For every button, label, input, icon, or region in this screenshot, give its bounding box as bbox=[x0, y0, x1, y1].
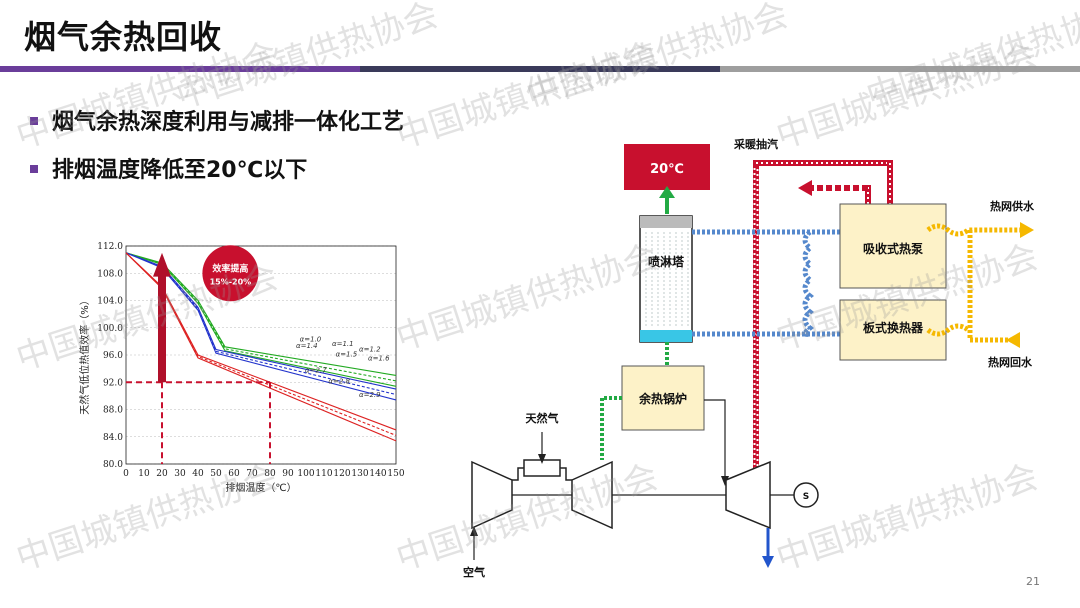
series-label: α=2.8 bbox=[328, 378, 350, 386]
steam-turbine bbox=[725, 460, 771, 530]
y-tick-label: 88.0 bbox=[103, 406, 123, 416]
series-label: α=1.5 bbox=[336, 350, 358, 358]
waste-heat-boiler: 余热锅炉 bbox=[621, 365, 705, 431]
supply-water-label: 热网供水 bbox=[990, 199, 1035, 213]
series-line bbox=[125, 252, 397, 376]
plot-frame bbox=[125, 245, 397, 465]
spray-tower: 喷淋塔 bbox=[639, 215, 693, 343]
spray-tower-label: 喷淋塔 bbox=[648, 254, 685, 269]
series-line bbox=[125, 252, 397, 401]
page-number: 21 bbox=[1026, 575, 1040, 588]
series-line bbox=[125, 252, 397, 442]
absorption-heat-pump: 吸收式热泵 bbox=[839, 203, 947, 289]
efficiency-chart: 80.0 84.0 88.0 92.0 96.0 100.0 104.0 108.0 112.0… bbox=[78, 242, 405, 494]
badge-line-1: 效率提高 bbox=[212, 262, 248, 274]
x-tick-label: 70 bbox=[246, 469, 258, 479]
improvement-arrow-shaft bbox=[158, 273, 166, 383]
y-tick-label: 80.0 bbox=[103, 460, 123, 470]
x-tick-label: 40 bbox=[192, 469, 204, 479]
series-label: α=1.4 bbox=[296, 342, 318, 350]
y-tick-label: 92.0 bbox=[103, 378, 123, 388]
x-tick-label: 140 bbox=[369, 469, 386, 479]
series-label: α=1.1 bbox=[332, 340, 354, 348]
heat-network-pipe bbox=[926, 223, 1020, 343]
x-tick-label: 60 bbox=[228, 469, 240, 479]
generator: S bbox=[793, 482, 819, 508]
steam-line bbox=[704, 399, 726, 482]
plate-heat-exchanger: 板式换热器 bbox=[839, 299, 947, 361]
x-tick-label: 0 bbox=[123, 469, 129, 479]
bullet-item: 烟气余热深度利用与减排一体化工艺 bbox=[30, 104, 404, 136]
bullet-text: 烟气余热深度利用与减排一体化工艺 bbox=[52, 110, 405, 135]
y-tick-label: 100.0 bbox=[97, 324, 123, 334]
badge-line-2: 15%-20% bbox=[210, 277, 252, 286]
exhaust-temp-label: 20℃ bbox=[650, 162, 684, 177]
turbine-exhaust-pipe bbox=[600, 396, 622, 460]
y-axis-label: 天然气低位热值效率（%） bbox=[78, 295, 91, 415]
return-water-label: 热网回水 bbox=[988, 355, 1033, 369]
series-line bbox=[125, 252, 397, 431]
bullet-marker bbox=[30, 165, 38, 173]
bullet-item: 排烟温度降低至20℃以下 bbox=[30, 152, 307, 184]
improvement-badge bbox=[202, 245, 259, 302]
supply-arrow bbox=[1020, 222, 1034, 238]
series-label: α=1.0 bbox=[300, 335, 322, 343]
series-line bbox=[125, 252, 397, 436]
cooling-water-loop bbox=[692, 229, 840, 337]
air-label: 空气 bbox=[463, 565, 485, 579]
x-tick-label: 90 bbox=[282, 469, 294, 479]
gas-turbine bbox=[471, 459, 613, 530]
watermark: 中国城镇供热协会 bbox=[861, 0, 1080, 117]
y-tick-label: 112.0 bbox=[97, 242, 123, 252]
x-tick-label: 30 bbox=[174, 469, 186, 479]
series-label: α=2.7 bbox=[305, 367, 327, 375]
return-arrow bbox=[1006, 332, 1020, 348]
process-diagram: 20℃ 喷淋塔 吸收式热泵 板式换热器 bbox=[463, 137, 1035, 579]
series-line bbox=[125, 252, 397, 387]
exhaust-arrow-head bbox=[659, 186, 675, 198]
boiler-label: 余热锅炉 bbox=[638, 391, 687, 406]
x-tick-label: 50 bbox=[210, 469, 222, 479]
x-tick-label: 10 bbox=[138, 469, 150, 479]
y-tick-label: 96.0 bbox=[103, 351, 123, 361]
steam-extraction-label: 采暖抽汽 bbox=[733, 137, 778, 151]
natural-gas-label: 天然气 bbox=[526, 411, 559, 425]
bullet-marker bbox=[30, 117, 38, 125]
x-tick-label: 130 bbox=[351, 469, 368, 479]
y-tick-label: 104.0 bbox=[97, 297, 123, 307]
improvement-arrow-head bbox=[153, 252, 171, 277]
x-tick-label: 150 bbox=[387, 469, 404, 479]
x-tick-label: 100 bbox=[297, 469, 314, 479]
series-label: α=1.6 bbox=[368, 354, 390, 362]
exhaust-temp-box: 20℃ bbox=[624, 144, 710, 190]
x-tick-label: 20 bbox=[156, 469, 168, 479]
heat-pump-label: 吸收式热泵 bbox=[863, 241, 923, 256]
x-tick-label: 120 bbox=[333, 469, 350, 479]
series-label: α=2.9 bbox=[359, 391, 381, 399]
x-tick-label: 80 bbox=[264, 469, 276, 479]
x-tick-label: 110 bbox=[315, 469, 332, 479]
y-tick-label: 108.0 bbox=[97, 269, 123, 279]
series-label: α=1.2 bbox=[359, 346, 381, 354]
bullet-text: 排烟温度降低至20℃以下 bbox=[52, 158, 308, 183]
y-tick-label: 84.0 bbox=[103, 433, 123, 443]
plate-exchanger-label: 板式换热器 bbox=[863, 320, 924, 335]
x-axis-label: 排烟温度（℃） bbox=[225, 481, 296, 494]
slide-title: 烟气余热回收 bbox=[24, 18, 223, 56]
watermark: 中国城镇供热协会 bbox=[521, 0, 793, 117]
generator-label: S bbox=[803, 492, 809, 502]
title-underline bbox=[0, 66, 1080, 72]
